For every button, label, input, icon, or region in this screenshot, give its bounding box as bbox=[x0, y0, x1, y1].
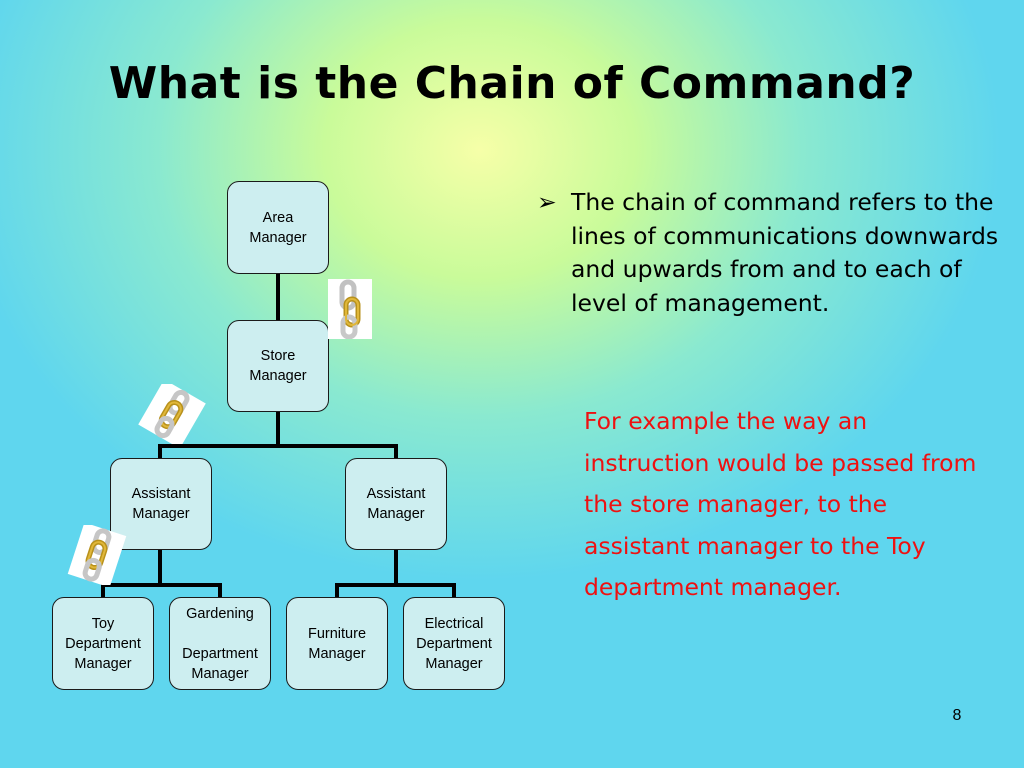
node-assistant-manager-right: Assistant Manager bbox=[345, 458, 447, 550]
arrow-bullet-icon: ➢ bbox=[537, 188, 557, 216]
node-store-manager: Store Manager bbox=[227, 320, 329, 412]
node-gardening-department-manager: Gardening Department Manager bbox=[169, 597, 271, 690]
node-area-manager: Area Manager bbox=[227, 181, 329, 274]
chain-link-icon bbox=[67, 525, 127, 585]
node-toy-department-manager: Toy Department Manager bbox=[52, 597, 154, 690]
example-text: For example the way an instruction would… bbox=[584, 407, 977, 601]
bullet-text: The chain of command refers to the lines… bbox=[571, 188, 999, 317]
chain-link-icon bbox=[138, 384, 206, 444]
node-furniture-manager: Furniture Manager bbox=[286, 597, 388, 690]
node-electrical-department-manager: Electrical Department Manager bbox=[403, 597, 505, 690]
node-assistant-manager-left: Assistant Manager bbox=[110, 458, 212, 550]
page-number: 8 bbox=[952, 707, 962, 724]
slide-title: What is the Chain of Command? bbox=[108, 58, 916, 109]
chain-link-icon bbox=[328, 279, 372, 339]
